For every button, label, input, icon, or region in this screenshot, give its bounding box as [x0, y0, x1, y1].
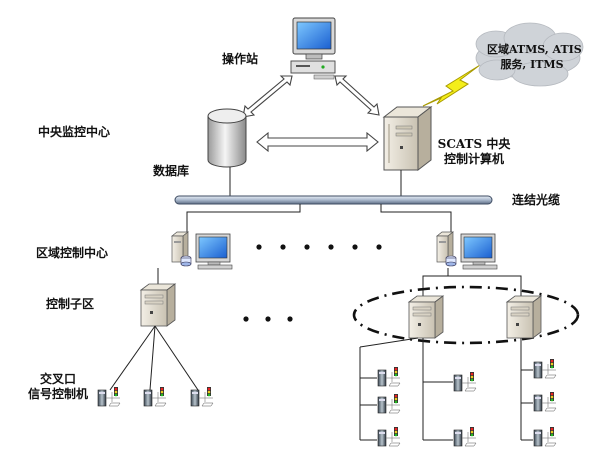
scats-central-line-1: SCATS 中央	[437, 137, 511, 151]
signal-controller-icon	[533, 426, 557, 447]
right-link-lines	[422, 268, 522, 296]
ellipsis-dots	[243, 244, 382, 322]
scats-central-label: SCATS 中央 控制计算机	[432, 137, 516, 167]
signal-controller-icon	[453, 426, 477, 447]
signal-controller-icon	[453, 371, 477, 392]
signal-controller-icon	[143, 386, 167, 407]
operator-station-icon	[290, 17, 336, 80]
signal-controller-icon	[533, 358, 557, 379]
subarea-server-right-a-icon	[408, 295, 444, 339]
signal-controller-icon	[97, 386, 121, 407]
operator-station-label: 操作站	[222, 52, 259, 66]
regional-control-left-icon	[171, 231, 233, 270]
left-fanout-lines	[109, 325, 199, 391]
signal-controller-icon	[190, 386, 214, 407]
database-icon	[207, 108, 247, 196]
intersection-controller-label: 交叉口 信号控制机	[18, 372, 98, 402]
signal-controller-icon	[377, 366, 401, 387]
bus-drop-lines	[186, 204, 452, 232]
signal-controller-icon	[377, 393, 401, 414]
right-controller-wiring	[359, 337, 533, 441]
regional-services-line-2: 服务, ITMS	[500, 58, 564, 71]
lightning-bolt-icon	[422, 64, 481, 107]
intersection-controller-line-1: 交叉口	[39, 372, 76, 386]
subarea-server-left-icon	[140, 283, 176, 327]
subarea-group-ellipse	[352, 285, 580, 345]
subarea-server-right-b-icon	[506, 295, 542, 339]
regional-services-label: 区域ATMS, ATIS 服务, ITMS	[487, 42, 582, 72]
scats-central-line-2: 控制计算机	[443, 152, 504, 166]
database-label: 数据库	[153, 164, 190, 178]
fiber-optic-bus	[174, 195, 493, 205]
fiber-link-label: 连结光缆	[512, 193, 561, 207]
cloud-shape	[475, 22, 584, 87]
intersection-controller-line-2: 信号控制机	[27, 387, 88, 401]
signal-controller-icon	[533, 391, 557, 412]
signal-controller-icon	[377, 426, 401, 447]
regional-services-line-1: 区域ATMS, ATIS	[487, 43, 582, 56]
regional-control-label: 区域控制中心	[36, 246, 109, 260]
link-arrows	[242, 75, 380, 153]
regional-control-right-icon	[436, 231, 498, 270]
central-monitoring-label: 中央监控中心	[38, 125, 111, 139]
scats-central-computer-icon	[382, 105, 433, 196]
control-subarea-label: 控制子区	[46, 297, 95, 311]
